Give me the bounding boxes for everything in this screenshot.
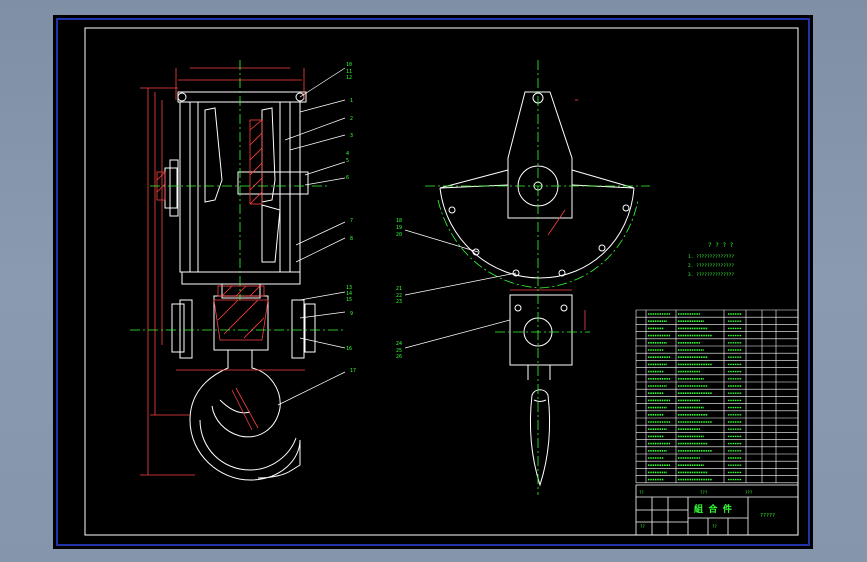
- svg-text:11: 11: [346, 69, 352, 75]
- svg-text:2: 2: [350, 116, 353, 122]
- svg-text:21: 21: [396, 286, 402, 292]
- title-block-label: ??: [712, 524, 717, 529]
- svg-text:7: 7: [350, 218, 353, 224]
- svg-text:14: 14: [346, 291, 352, 297]
- svg-text:13: 13: [346, 285, 352, 291]
- svg-text:26: 26: [396, 354, 402, 360]
- svg-text:23: 23: [396, 299, 402, 305]
- left-centerlines: [130, 60, 345, 331]
- svg-text:24: 24: [396, 341, 402, 347]
- svg-text:4: 4: [346, 151, 349, 157]
- svg-text:22: 22: [396, 293, 402, 299]
- svg-text:18: 18: [396, 218, 402, 224]
- left-leaders: [277, 67, 346, 406]
- drawing-title: 組 合 件: [694, 503, 732, 515]
- svg-text:1: 1: [350, 98, 353, 104]
- sheet-border: [56, 18, 810, 546]
- right-centerlines: [425, 60, 650, 495]
- svg-text:17: 17: [350, 368, 356, 374]
- tech-req-heading: ? ? ? ?: [708, 242, 734, 249]
- svg-text:25: 25: [396, 348, 402, 354]
- title-block: [635, 484, 799, 536]
- svg-text:5: 5: [346, 158, 349, 164]
- svg-text:16: 16: [346, 346, 352, 352]
- title-block-text: 組 合 件 ????? ?? ??? ??? ?? ??: [639, 490, 775, 529]
- right-dimensions: [510, 99, 586, 330]
- svg-text:8: 8: [350, 236, 353, 242]
- title-block-label: ???: [745, 490, 753, 495]
- title-block-label: ???: [700, 490, 708, 495]
- svg-text:6: 6: [346, 175, 349, 181]
- svg-text:3: 3: [350, 133, 353, 139]
- drawing-frame: [84, 27, 799, 536]
- tech-req-item: 2. ??????????????: [688, 263, 734, 269]
- title-block-label: ??: [639, 490, 644, 495]
- svg-text:10: 10: [346, 62, 352, 68]
- parts-list-table: [635, 309, 799, 484]
- tech-requirements: ? ? ? ? 1. ?????????????? 2. ???????????…: [688, 242, 734, 278]
- drawing-number: ?????: [760, 513, 775, 519]
- left-dimensions: [140, 68, 305, 476]
- right-front-view: [439, 91, 635, 487]
- svg-text:9: 9: [350, 311, 353, 317]
- svg-text:20: 20: [396, 232, 402, 238]
- left-section-view: [164, 91, 316, 481]
- tech-req-item: 3. ??????????????: [688, 272, 734, 278]
- right-leaders: [404, 229, 517, 349]
- svg-text:12: 12: [346, 75, 352, 81]
- svg-text:15: 15: [346, 297, 352, 303]
- svg-text:19: 19: [396, 225, 402, 231]
- tech-req-item: 1. ??????????????: [688, 254, 734, 260]
- title-block-label: ??: [640, 524, 645, 529]
